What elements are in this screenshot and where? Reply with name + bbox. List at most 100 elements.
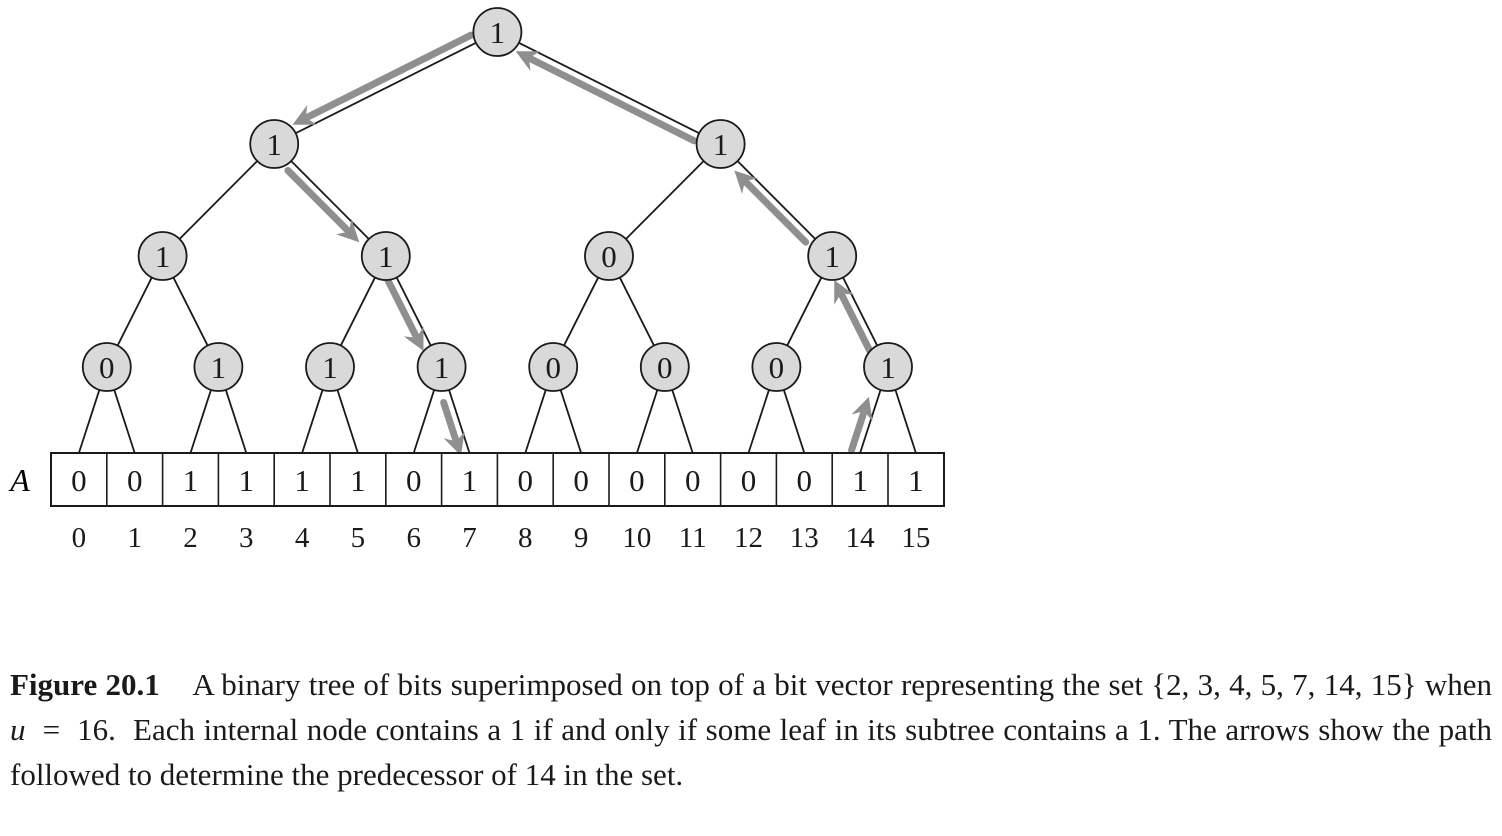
caption-var: u [10, 712, 26, 747]
index-label: 15 [901, 522, 930, 554]
node-value: 0 [545, 350, 561, 385]
index-label: 13 [790, 522, 819, 554]
leaf-edge [412, 389, 436, 454]
node-value: 1 [322, 350, 338, 385]
bit-cell: 1 [350, 463, 366, 498]
tree-edge [290, 160, 370, 240]
tree-node: 1 [137, 231, 188, 281]
tree-node: 0 [584, 231, 634, 281]
node-circle [305, 342, 355, 392]
bit-cell: 0 [573, 463, 589, 498]
node-circle [81, 342, 132, 392]
tree-edge [618, 277, 655, 346]
path-arrow [384, 276, 424, 352]
bit-cell: 0 [518, 463, 534, 498]
index-label: 9 [574, 522, 589, 554]
index-label: 11 [679, 522, 707, 554]
tree-edge [178, 160, 258, 240]
bit-cell: 0 [629, 463, 645, 498]
index-label: 14 [846, 522, 876, 554]
bit-cell: 0 [685, 463, 701, 498]
leaf-edge [113, 389, 136, 454]
index-label: 8 [518, 522, 533, 554]
node-value: 0 [657, 350, 673, 385]
node-circle [584, 231, 634, 281]
node-value: 1 [490, 15, 506, 50]
tree-node: 1 [193, 342, 244, 392]
tree-node: 1 [360, 231, 411, 281]
node-value: 1 [266, 127, 282, 162]
node-value: 0 [769, 350, 785, 385]
tree-edge [395, 277, 432, 346]
array-label: A [8, 462, 30, 498]
leaf-edge [671, 389, 694, 454]
node-circle [528, 342, 579, 392]
bit-cell: 1 [908, 463, 924, 498]
index-label: 10 [622, 522, 651, 554]
path-arrow [440, 398, 465, 456]
index-label: 4 [295, 522, 310, 554]
tree-edge [786, 277, 823, 346]
node-circle [137, 231, 188, 281]
figure-label: Figure 20.1 [10, 667, 160, 702]
tree-edge [625, 160, 705, 240]
tree-node: 0 [751, 342, 802, 392]
tree-node: 1 [472, 7, 523, 57]
node-circle [863, 342, 913, 392]
leaf-edge [78, 389, 101, 454]
index-label: 3 [239, 522, 254, 554]
tree-edge [518, 41, 700, 135]
tree-edge [339, 277, 376, 346]
node-circle [751, 342, 802, 392]
caption-rest: Each internal node contains a 1 if and o… [10, 712, 1493, 792]
index-label: 6 [406, 522, 421, 554]
bit-cell: 1 [852, 463, 868, 498]
node-circle [639, 342, 690, 392]
bit-cell: 0 [406, 463, 422, 498]
leaf-edge [301, 389, 324, 454]
bit-cell: 0 [71, 463, 87, 498]
node-circle [360, 231, 411, 281]
caption-eq: = [42, 712, 61, 747]
tree-node: 0 [639, 342, 690, 392]
path-arrow [284, 167, 360, 243]
predecessor-path-arrows [284, 31, 874, 456]
bit-cell: 1 [183, 463, 199, 498]
tree-node: 0 [528, 342, 579, 392]
leaf-edge [636, 389, 659, 454]
leaf-edge [782, 389, 806, 454]
node-value: 0 [601, 239, 617, 274]
bit-cell: 0 [127, 463, 143, 498]
tree-edge [736, 160, 816, 240]
path-arrow [848, 396, 873, 454]
node-value: 0 [99, 350, 115, 385]
figure-caption: Figure 20.1 A binary tree of bits superi… [10, 662, 1492, 797]
leaf-edge [894, 389, 917, 454]
tree-edge [116, 277, 153, 346]
tree-node: 1 [807, 231, 858, 281]
path-arrow [515, 51, 698, 145]
tree-edge [172, 277, 209, 346]
tree-node: 1 [863, 342, 913, 392]
caption-when: when [1424, 667, 1493, 702]
tree-edge [295, 41, 477, 135]
node-circle [807, 231, 858, 281]
node-value: 1 [824, 239, 840, 274]
node-value: 1 [434, 350, 450, 385]
tree-node: 1 [305, 342, 355, 392]
node-circle [193, 342, 244, 392]
path-arrow [834, 280, 874, 355]
bit-cell: 1 [239, 463, 255, 498]
index-label: 12 [734, 522, 763, 554]
bit-cell: 0 [797, 463, 813, 498]
bit-cell: 0 [741, 463, 757, 498]
index-label: 1 [127, 522, 142, 554]
index-label: 0 [72, 522, 87, 554]
tree-node: 0 [81, 342, 132, 392]
node-circle [695, 119, 746, 169]
node-value: 1 [155, 239, 171, 274]
leaf-edge [448, 389, 471, 454]
leaf-edge [559, 389, 582, 454]
